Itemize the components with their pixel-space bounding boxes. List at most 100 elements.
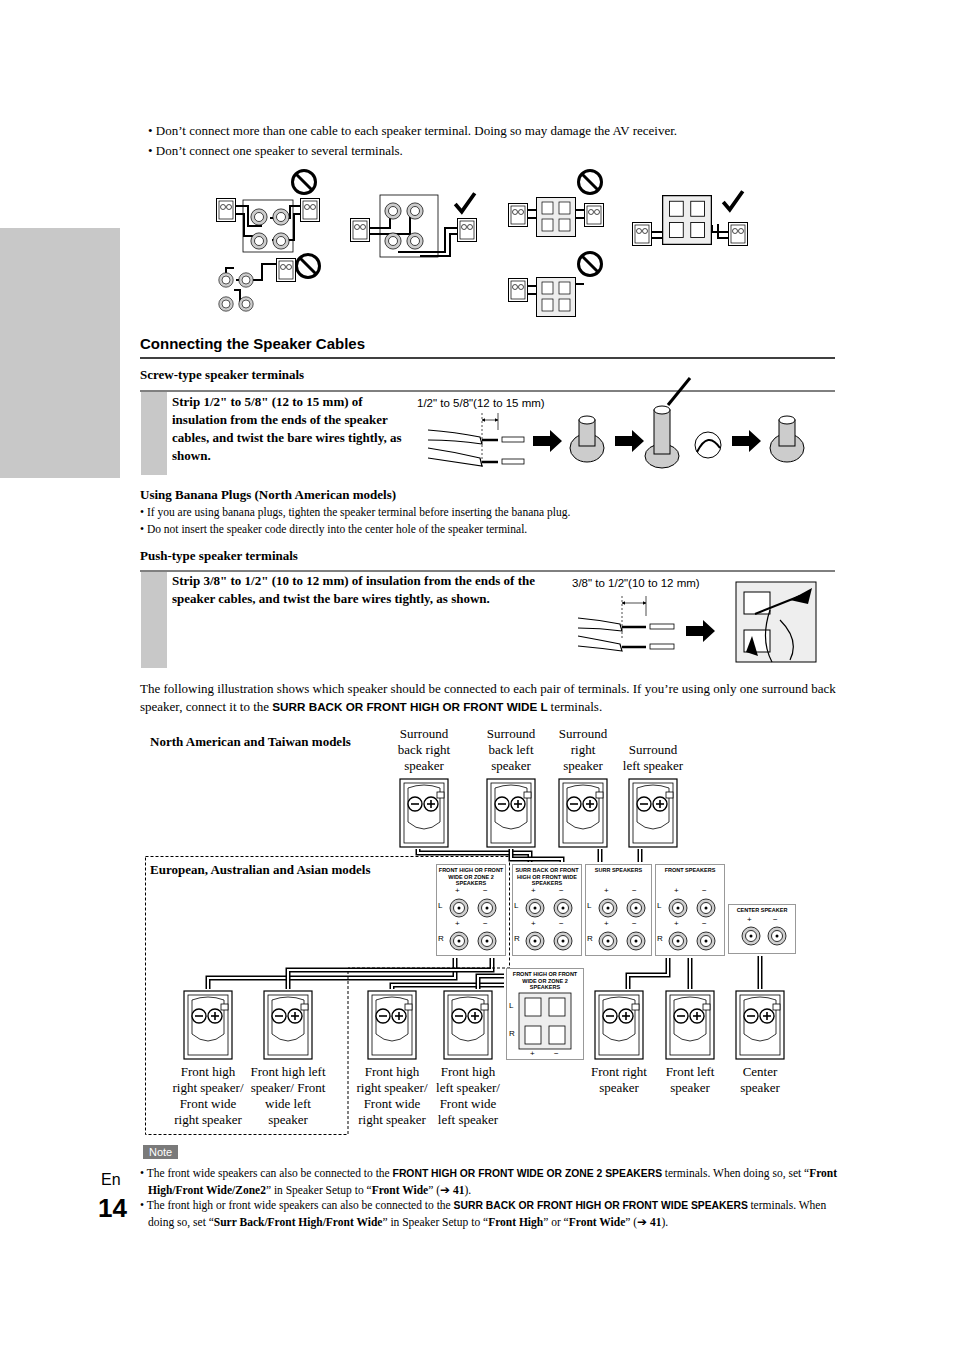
speaker-symbol: [367, 990, 417, 1060]
terminal-label: CENTER SPEAKER: [729, 905, 795, 914]
speaker-symbol: [263, 990, 313, 1060]
speaker-wire: [628, 958, 668, 989]
note-text: • The front wide speakers can also be co…: [140, 1165, 840, 1198]
terminal-mark: +: [604, 919, 609, 928]
step-text: Strip 3/8" to 1/2" (10 to 12 mm) of insu…: [172, 572, 557, 608]
terminal-mark: R: [438, 934, 444, 943]
speaker-label: Surround back right speaker: [392, 726, 456, 774]
speaker-label: Front high right speaker/ Front wide rig…: [353, 1064, 431, 1128]
speaker-wire: [511, 849, 562, 862]
terminal-mark: L: [587, 901, 591, 910]
text-run: • If you are using banana plugs, tighten…: [140, 506, 570, 518]
speaker-label: Center speaker: [732, 1064, 788, 1096]
speaker-label: Front high right speaker/ Front wide rig…: [169, 1064, 247, 1128]
speaker-wire: [760, 956, 761, 989]
paragraph: The following illustration shows which s…: [140, 680, 845, 716]
terminal-block: FRONT SPEAKERS: [655, 864, 725, 956]
speaker-symbol: [443, 990, 493, 1060]
speaker-label: Front left speaker: [659, 1064, 721, 1096]
text-run: Strip 1/2" to 5/8" (12 to 15 mm) of insu…: [172, 394, 402, 463]
text-run: ” (➔: [428, 1184, 450, 1196]
text-run: 14: [98, 1193, 127, 1223]
region-label: European, Australian and Asian models: [150, 862, 370, 878]
text-run: • Do not insert the speaker code directl…: [140, 523, 527, 535]
speaker-wire: [600, 849, 601, 862]
text-run: SURR BACK OR FRONT HIGH OR FRONT WIDE L: [272, 700, 547, 713]
text-run: ” in Speaker Setup to “: [382, 1216, 488, 1228]
model-label: North American and Taiwan models: [150, 734, 385, 750]
text-run: Front High: [488, 1216, 543, 1228]
speaker-graphic: [443, 990, 493, 1060]
terminal-mark: R: [514, 934, 520, 943]
speaker: Front high right speaker/ Front wide rig…: [353, 990, 431, 1128]
text-run: Surr Back/Front High/Front Wide: [214, 1216, 383, 1228]
speaker-label: Front high left speaker/ Front wide left…: [249, 1064, 327, 1128]
speaker: Front high right speaker/ Front wide rig…: [169, 990, 247, 1128]
text-run: 1/2" to 5/8"(12 to 15 mm): [417, 397, 545, 409]
terminal-mark: −: [632, 886, 637, 895]
text-run: ).: [464, 1184, 471, 1196]
terminal-block: FRONT HIGH OR FRONT WIDE OR ZONE 2 SPEAK…: [506, 968, 584, 1060]
terminal-mark: −: [554, 1049, 559, 1058]
speaker-label: Front high left speaker/ Front wide left…: [434, 1064, 502, 1128]
terminal-graphic: [656, 865, 724, 955]
terminal-mark: −: [483, 919, 488, 928]
terminal-mark: +: [531, 886, 536, 895]
text-run: terminals. When doing so, set “: [665, 1167, 809, 1179]
speaker-symbol: [594, 990, 644, 1060]
terminal-mark: −: [773, 915, 778, 924]
speaker-label: Front right speaker: [588, 1064, 650, 1096]
bullet-text: • Do not insert the speaker code directl…: [140, 522, 840, 536]
terminal-mark: −: [483, 886, 488, 895]
speaker: Front right speaker: [588, 990, 650, 1096]
language-mark: En: [101, 1170, 131, 1190]
speaker-label: Surround right speaker: [551, 726, 615, 774]
terminal-mark: +: [747, 915, 752, 924]
terminal-graphic: [586, 865, 651, 955]
terminal-mark: −: [632, 919, 637, 928]
speaker-wire: [690, 958, 691, 989]
text-run: Strip 3/8" to 1/2" (10 to 12 mm) of insu…: [172, 573, 535, 606]
speaker-symbol: [183, 990, 233, 1060]
terminal-label: SURR BACK OR FRONT HIGH OR FRONT WIDE SP…: [513, 865, 581, 887]
sub-heading: Push-type speaker terminals: [140, 548, 540, 564]
terminal-mark: −: [559, 886, 564, 895]
sub-heading: Screw-type speaker terminals: [140, 367, 540, 383]
terminal-label: FRONT HIGH OR FRONT WIDE OR ZONE 2 SPEAK…: [507, 969, 583, 991]
speaker-graphic: [735, 990, 785, 1060]
sub-heading: Using Banana Plugs (North American model…: [140, 487, 540, 503]
terminal-mark: R: [509, 1029, 515, 1038]
dimension: 1/2" to 5/8"(12 to 15 mm): [417, 396, 587, 410]
speaker-symbol: [558, 778, 608, 848]
terminal-mark: L: [438, 901, 442, 910]
text-run: • The front wide speakers can also be co…: [140, 1167, 390, 1179]
page-number: 14: [98, 1192, 138, 1225]
speaker-symbol: [399, 778, 449, 848]
text-run: ).: [661, 1216, 668, 1228]
speaker-graphic: [594, 990, 644, 1060]
text-run: SURR BACK OR FRONT HIGH OR FRONT WIDE SP…: [454, 1200, 748, 1211]
text-run: FRONT HIGH OR FRONT WIDE OR ZONE 2 SPEAK…: [393, 1168, 663, 1179]
speaker: Surround back left speaker: [479, 726, 543, 848]
speaker: Surround left speaker: [621, 742, 685, 848]
text-run: 41: [453, 1184, 465, 1196]
text-run: 3/8" to 1/2"(10 to 12 mm): [572, 577, 700, 589]
note-tag: Note: [143, 1145, 178, 1159]
text-run: Front Wide: [569, 1216, 626, 1228]
speaker-wire: [640, 849, 641, 862]
text-run: ” in Speaker Setup to “: [266, 1184, 372, 1196]
text-run: • Don’t connect one speaker to several t…: [148, 143, 403, 158]
terminal-label: FRONT HIGH OR FRONT WIDE OR ZONE 2 SPEAK…: [437, 865, 505, 887]
speaker-graphic: [399, 778, 449, 848]
terminal-label: FRONT SPEAKERS: [656, 865, 724, 874]
terminal-mark: +: [604, 886, 609, 895]
terminal-mark: −: [559, 919, 564, 928]
dimension: 3/8" to 1/2"(10 to 12 mm): [572, 576, 732, 590]
note-text: • The front high or front wide speakers …: [140, 1197, 840, 1230]
speaker-graphic: [486, 778, 536, 848]
terminal-mark: R: [587, 934, 593, 943]
terminal-mark: −: [702, 919, 707, 928]
terminal-mark: +: [674, 886, 679, 895]
text-run: En: [101, 1171, 121, 1188]
